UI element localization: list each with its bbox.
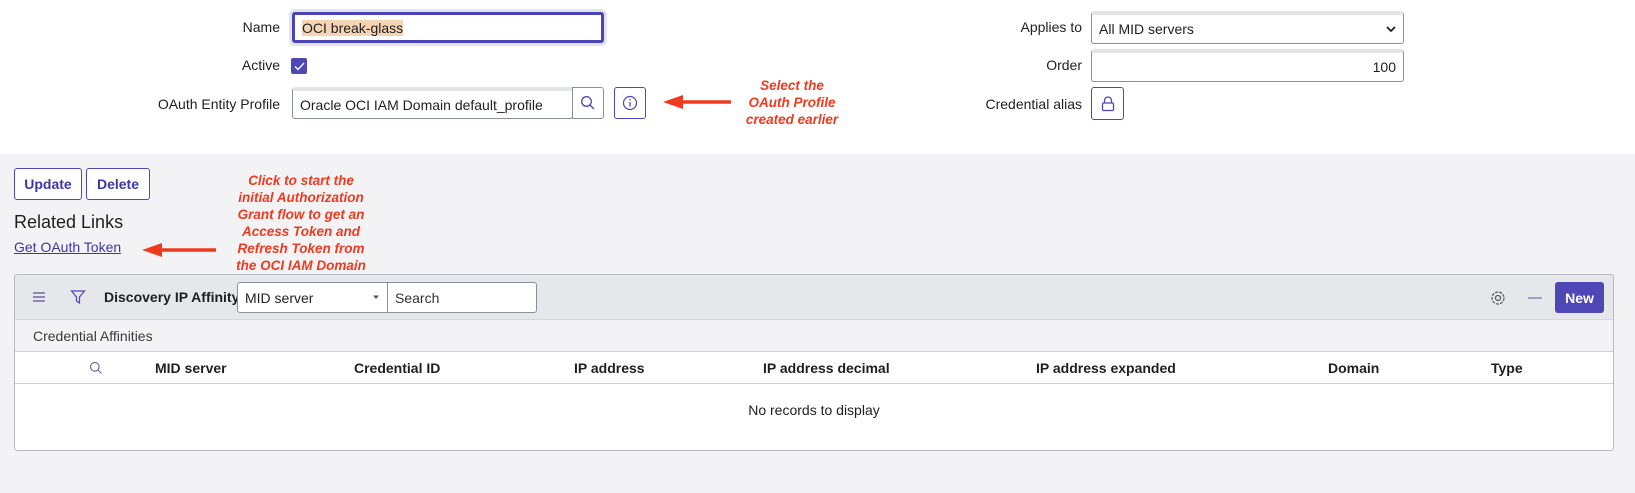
oauth-profile-input[interactable]: Oracle OCI IAM Domain default_profile: [292, 87, 573, 119]
gear-icon[interactable]: [1490, 290, 1506, 306]
applies-to-value: All MID servers: [1099, 21, 1194, 37]
list-subtitle-bar: Credential Affinities: [15, 320, 1613, 352]
order-input[interactable]: 100: [1091, 49, 1404, 82]
delete-button[interactable]: Delete: [86, 168, 150, 200]
filter-icon[interactable]: [70, 289, 86, 305]
list-filter-select[interactable]: MID server: [237, 282, 388, 313]
column-mid-server[interactable]: MID server: [155, 360, 227, 376]
annotation-line: Select the: [760, 78, 824, 93]
search-icon: [581, 96, 595, 110]
new-button[interactable]: New: [1555, 282, 1604, 313]
annotation-line: OAuth Profile: [748, 95, 836, 110]
related-links-title: Related Links: [14, 212, 124, 232]
active-label: Active: [241, 57, 280, 73]
list-filter-value: MID server: [245, 289, 314, 306]
caret-down-icon: [373, 295, 379, 299]
chevron-down-icon: [1386, 25, 1396, 32]
credential-alias-label: Credential alias: [985, 96, 1083, 112]
column-type[interactable]: Type: [1491, 360, 1523, 376]
active-checkbox[interactable]: [291, 58, 307, 74]
annotation-arrow-icon: [142, 243, 216, 257]
menu-icon[interactable]: [32, 291, 46, 303]
list-search-input[interactable]: Search: [387, 282, 537, 313]
annotation-line: created earlier: [745, 112, 839, 127]
info-icon: [622, 95, 638, 111]
column-ip-address-expanded[interactable]: IP address expanded: [1036, 360, 1176, 376]
list-subtitle: Credential Affinities: [33, 328, 153, 344]
annotation-arrow-icon: [663, 95, 731, 109]
column-domain[interactable]: Domain: [1328, 360, 1380, 376]
order-value: 100: [1372, 59, 1396, 75]
column-ip-address[interactable]: IP address: [574, 360, 645, 376]
oauth-info-button[interactable]: [614, 87, 646, 119]
related-list-panel: Discovery IP Affinity MID server Search …: [14, 274, 1614, 451]
credential-alias-button[interactable]: [1091, 87, 1124, 120]
column-ip-address-decimal[interactable]: IP address decimal: [763, 360, 890, 376]
column-header-row: MID server Credential ID IP address IP a…: [15, 352, 1613, 384]
name-input[interactable]: OCI break-glass: [292, 12, 604, 43]
annotation-line: the OCI IAM Domain: [236, 258, 366, 273]
oauth-lookup-button[interactable]: [572, 87, 604, 119]
empty-state: No records to display: [748, 402, 880, 418]
annotation-line: Click to start the: [248, 173, 354, 188]
column-search-icon[interactable]: [89, 361, 103, 375]
annotation-line: Grant flow to get an: [237, 207, 365, 222]
list-header: Discovery IP Affinity MID server Search …: [15, 275, 1613, 320]
oauth-profile-value: Oracle OCI IAM Domain default_profile: [300, 96, 543, 113]
applies-to-label: Applies to: [1020, 19, 1082, 35]
name-value: OCI break-glass: [302, 19, 404, 36]
annotation-line: Refresh Token from: [237, 241, 365, 256]
get-oauth-token-link[interactable]: Get OAuth Token: [14, 239, 122, 255]
token-annotation: Click to start the initial Authorization…: [225, 172, 377, 274]
check-icon: [294, 62, 304, 70]
oauth-annotation: Select the OAuth Profile created earlier: [732, 77, 852, 128]
lock-icon: [1101, 95, 1114, 111]
update-button[interactable]: Update: [14, 168, 82, 200]
minimize-icon[interactable]: [1527, 296, 1543, 300]
oauth-label: OAuth Entity Profile: [157, 96, 280, 112]
column-credential-id[interactable]: Credential ID: [354, 360, 441, 376]
order-label: Order: [1046, 57, 1082, 73]
name-label: Name: [242, 19, 280, 35]
annotation-line: Access Token and: [241, 224, 361, 239]
list-title: Discovery IP Affinity: [104, 289, 240, 305]
annotation-line: initial Authorization: [238, 190, 364, 205]
list-search-placeholder: Search: [395, 289, 440, 306]
applies-to-select[interactable]: All MID servers: [1091, 11, 1404, 44]
